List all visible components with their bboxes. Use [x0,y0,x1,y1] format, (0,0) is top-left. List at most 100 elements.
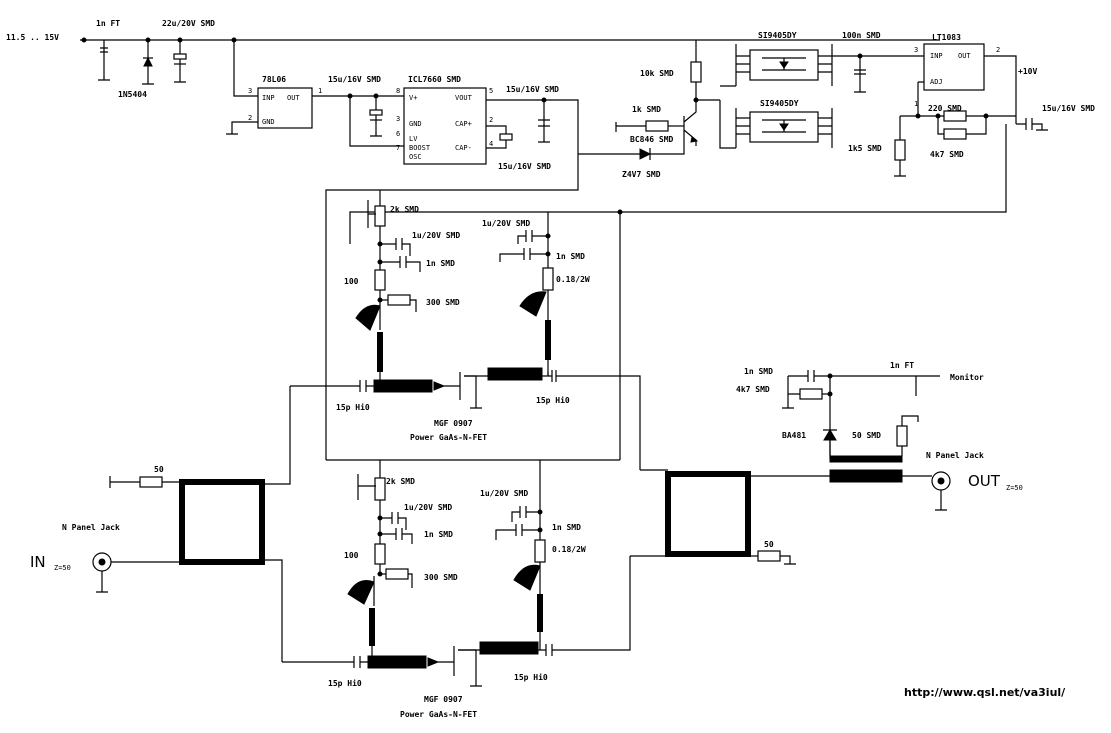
svg-text:V+: V+ [409,94,417,102]
output-connector-icon[interactable] [931,471,951,491]
svg-text:OUT: OUT [958,52,971,60]
bottom-cd1-label: 1u/20V SMD [480,489,528,498]
input-load-label: 50 [154,465,164,474]
mon-rload-label: 50 SMD [852,431,881,440]
mon-diode-label: BA481 [782,431,806,440]
svg-text:SI9405DY: SI9405DY [758,31,797,40]
c-pump-bot-label: 15u/16V SMD [498,162,551,171]
svg-text:3: 3 [914,46,918,54]
top-fet-desc: Power GaAs-N-FET [410,433,487,442]
bottom-ca-label: 1u/20V SMD [404,503,452,512]
ldo-label: LT1083 [932,33,961,42]
output-load-label: 50 [764,540,774,549]
svg-text:INP: INP [262,94,275,102]
protection-diode [142,40,154,85]
svg-text:SI9405DY: SI9405DY [760,99,799,108]
monitor-label: Monitor [950,372,984,382]
input-label: IN [30,553,46,571]
r-a-label: 220 SMD [928,104,962,113]
top-pot-label: 2k SMD [390,205,419,214]
svg-text:7: 7 [396,144,400,152]
bottom-fet-label: MGF 0907 [424,695,463,704]
svg-text:LV: LV [409,135,418,143]
top-c-out-label: 15p Hi0 [536,395,570,405]
r-base-label: 1k SMD [632,105,661,114]
vout-label: +10V [1018,67,1037,76]
c-pump-top-label: 15u/16V SMD [506,85,559,94]
bottom-pot-label: 2k SMD [386,477,415,486]
svg-text:3: 3 [248,87,252,95]
c-reg-label: 15u/16V SMD [328,75,381,84]
top-cd2-label: 1n SMD [556,252,585,261]
top-fet-label: MGF 0907 [434,419,473,428]
output-jack-label: N Panel Jack [926,451,984,460]
svg-text:VOUT: VOUT [455,94,473,102]
svg-text:GND: GND [262,118,275,126]
transistor-label: BC846 SMD [630,135,674,144]
bottom-r-gate-label: 100 [344,551,359,560]
svg-text:OSC: OSC [409,153,422,161]
svg-text:8: 8 [396,87,400,95]
amplifier-stage-top: 2k SMD 1u/20V SMD 1n SMD 100 300 SMD 1u/… [290,190,641,470]
supply-voltage-label: 11.5 .. 15V [6,33,59,42]
power-supply-section: 11.5 .. 15V 1n FT 22u/20V SMD 1N5404 78L… [6,19,940,460]
svg-text:1: 1 [318,87,322,95]
charge-pump-icl7660: ICL7660 SMD V+ GND LV BOOST OSC VOUT CAP… [396,75,493,165]
svg-text:2: 2 [996,46,1000,54]
mon-ra-label: 4k7 SMD [736,385,770,394]
svg-text:5: 5 [489,87,493,95]
top-r-gate-label: 100 [344,277,359,286]
top-c-in-label: 15p Hi0 [336,402,370,412]
bottom-c-out-label: 15p Hi0 [514,672,548,682]
svg-text:GND: GND [409,120,422,128]
u2-label: ICL7660 SMD [408,75,461,84]
c-hf-label: 100n SMD [842,31,881,40]
transistor-bc846 [683,100,699,146]
output-hybrid-coupler: 50 N Panel Jack OUT Z=50 [630,451,1023,565]
svg-text:ADJ: ADJ [930,78,943,86]
top-cd1-label: 1u/20V SMD [482,219,530,228]
amplifier-stage-bottom: 2k SMD 1u/20V SMD 1n SMD 100 300 SMD 1u/… [282,460,631,719]
svg-text:2: 2 [248,114,252,122]
svg-text:1: 1 [914,100,918,108]
regulator-78l06: 78L06 INP OUT GND 3 2 1 [226,75,322,135]
top-r-drain-label: 0.18/2W [556,275,590,284]
input-jack-label: N Panel Jack [62,523,120,532]
ldo-lt1083-section: LT1083 INP OUT ADJ 3 1 2 +10V 220 SMD 4k… [349,33,1095,460]
mosfet-si9405-a: SI9405DY [735,31,833,86]
zener-label: Z4V7 SMD [622,170,661,179]
input-connector-icon[interactable] [92,552,112,572]
bias-switch-section: 10k SMD 1k SMD BC846 SMD Z4V7 SMD SI9405… [578,31,918,179]
output-impedance: Z=50 [1006,484,1023,492]
svg-text:4: 4 [489,140,493,148]
bottom-r-drain-label: 0.18/2W [552,545,586,554]
mon-cft-label: 1n FT [890,361,914,370]
bottom-r-gnd-label: 300 SMD [424,573,458,582]
bottom-c-in-label: 15p Hi0 [328,678,362,688]
output-label: OUT [968,472,1001,490]
svg-text:3: 3 [396,115,400,123]
svg-text:2: 2 [489,116,493,124]
r-pullup-label: 10k SMD [640,69,674,78]
svg-text:BOOST: BOOST [409,144,431,152]
diode-label: 1N5404 [118,90,147,99]
svg-text:OUT: OUT [287,94,300,102]
svg-text:INP: INP [930,52,943,60]
input-impedance: Z=50 [54,564,71,572]
source-url[interactable]: http://www.qsl.net/va3iul/ [904,686,1066,699]
c-out-label: 15u/16V SMD [1042,104,1095,113]
u1-label: 78L06 [262,75,286,84]
monitor-detector: 1n SMD 4k7 SMD 1n FT Monitor BA481 50 SM… [736,361,984,463]
top-cb-label: 1n SMD [426,259,455,268]
c-in-label: 1n FT [96,19,120,28]
c-bulk-label: 22u/20V SMD [162,19,215,28]
mosfet-si9405-b: SI9405DY [735,99,833,148]
top-ca-label: 1u/20V SMD [412,231,460,240]
bottom-cd2-label: 1n SMD [552,523,581,532]
svg-text:CAP-: CAP- [455,144,472,152]
mon-ca-label: 1n SMD [744,367,773,376]
bottom-fet-desc: Power GaAs-N-FET [400,710,477,719]
bottom-cb-label: 1n SMD [424,530,453,539]
svg-text:CAP+: CAP+ [455,120,472,128]
